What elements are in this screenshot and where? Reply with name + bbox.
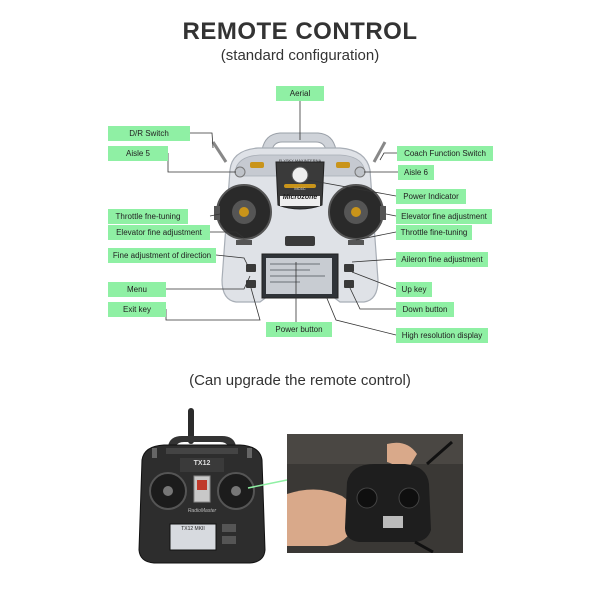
- down-button-icon: [344, 280, 354, 288]
- elevator-trim-right-icon: [380, 206, 386, 220]
- tx12-model-text: TX12: [193, 460, 211, 467]
- tx12-screen-text: TX12 MKII: [181, 526, 205, 532]
- label-power-button: Power button: [266, 322, 332, 337]
- tx12-antenna: [188, 408, 194, 444]
- label-aisle6: Aisle 6: [398, 165, 434, 180]
- tx12-screen: [169, 523, 217, 551]
- menu-button-icon: [246, 264, 256, 272]
- power-indicator-light: [291, 166, 309, 184]
- photo-controller: [345, 464, 431, 542]
- label-exit-key: Exit key: [108, 302, 166, 317]
- label-power-indicator: Power Indicator: [396, 189, 466, 204]
- label-elevator-fine-right: Elevator fine adjustment: [396, 209, 492, 224]
- left-hand: [287, 489, 356, 546]
- transmitter-logo: Microzone: [282, 194, 318, 201]
- transmitter-top-brand: FLYSKY MAXINTERNA: [278, 158, 322, 163]
- aileron-trim-icon: [348, 240, 364, 245]
- left-gold-switch: [250, 162, 264, 168]
- label-aisle5: Aisle 5: [108, 146, 168, 161]
- upgrade-caption: (Can upgrade the remote control): [189, 372, 411, 389]
- tx12-illustration: [138, 408, 266, 564]
- label-throttle-fine-left: Throttle fne-tuning: [108, 209, 188, 224]
- page-title: REMOTE CONTROL: [182, 18, 418, 45]
- page-subtitle: (standard configuration): [220, 47, 380, 64]
- label-coach-switch: Coach Function Switch: [397, 146, 493, 161]
- transmitter-body: [221, 147, 379, 303]
- right-gold-switch: [336, 162, 350, 168]
- exit-button-icon: [246, 280, 256, 288]
- label-aerial: Aerial: [276, 86, 324, 101]
- label-aileron-fine: Aileron fine adjustment: [396, 252, 488, 267]
- center-button-icon: [285, 236, 315, 246]
- label-down-button: Down button: [396, 302, 454, 317]
- left-stick-icon: [239, 207, 249, 217]
- label-menu: Menu: [108, 282, 166, 297]
- up-button-icon: [344, 264, 354, 272]
- label-throttle-fine-right: Throttle fine-tuning: [396, 225, 472, 240]
- usage-photo-illustration: [287, 434, 463, 553]
- leader-lines: [165, 100, 408, 336]
- left-antenna: [211, 141, 228, 163]
- label-fine-direction: Fine adjustment of direction: [108, 248, 216, 263]
- label-elevator-fine-left: Elevator fine adjustment: [108, 225, 210, 240]
- label-display: High resolution display: [396, 328, 488, 343]
- tx12-brand-text: RadioMaster: [187, 508, 217, 514]
- transmitter-model-small: MC6C: [294, 186, 306, 191]
- right-stick-icon: [351, 207, 361, 217]
- label-dr-switch: D/R Switch: [108, 126, 190, 141]
- label-up-key: Up key: [396, 282, 432, 297]
- direction-trim-icon: [236, 240, 252, 245]
- throttle-trim-left-icon: [214, 206, 220, 220]
- right-antenna: [372, 141, 387, 163]
